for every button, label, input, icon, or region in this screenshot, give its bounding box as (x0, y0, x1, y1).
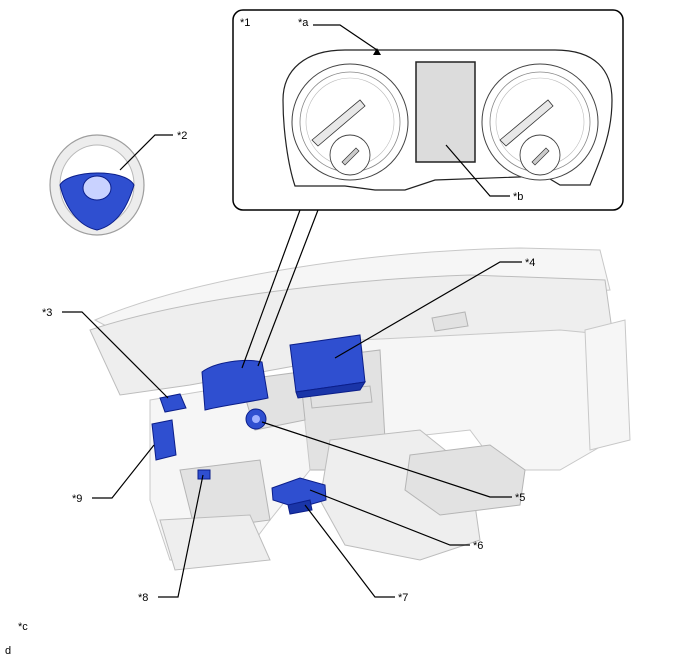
callout-7-label: *7 (398, 592, 408, 604)
callout-3-label: *3 (42, 307, 52, 319)
center-display (415, 61, 476, 163)
callout-9-label: *9 (72, 493, 82, 505)
steering-wheel-illustration (49, 134, 145, 236)
switch-part (159, 393, 187, 413)
callout-5-label: *5 (515, 492, 525, 504)
warning-indicator-icon (373, 48, 381, 55)
callout-c-label: *c (18, 621, 28, 633)
side-module-part (151, 419, 177, 461)
callout-2-label: *2 (177, 130, 187, 142)
callout-b-label: *b (513, 191, 523, 203)
callout-8-label: *8 (138, 592, 148, 604)
combination-meter-part (201, 359, 269, 411)
connector-part (197, 469, 211, 480)
callout-a-label: *a (298, 17, 309, 29)
leader-lines (62, 24, 522, 598)
ecu-part (271, 477, 327, 509)
callout-4-label: *4 (525, 257, 535, 269)
callout-6-label: *6 (473, 540, 483, 552)
meter-detail-box (232, 9, 624, 211)
highlighted-parts (151, 334, 366, 515)
callout-1-label: *1 (240, 17, 250, 29)
callout-labels: *1 *a *b *2 *3 *4 *5 *6 *7 *8 *9 *c d (5, 17, 535, 657)
callout-d-label: d (5, 645, 11, 657)
